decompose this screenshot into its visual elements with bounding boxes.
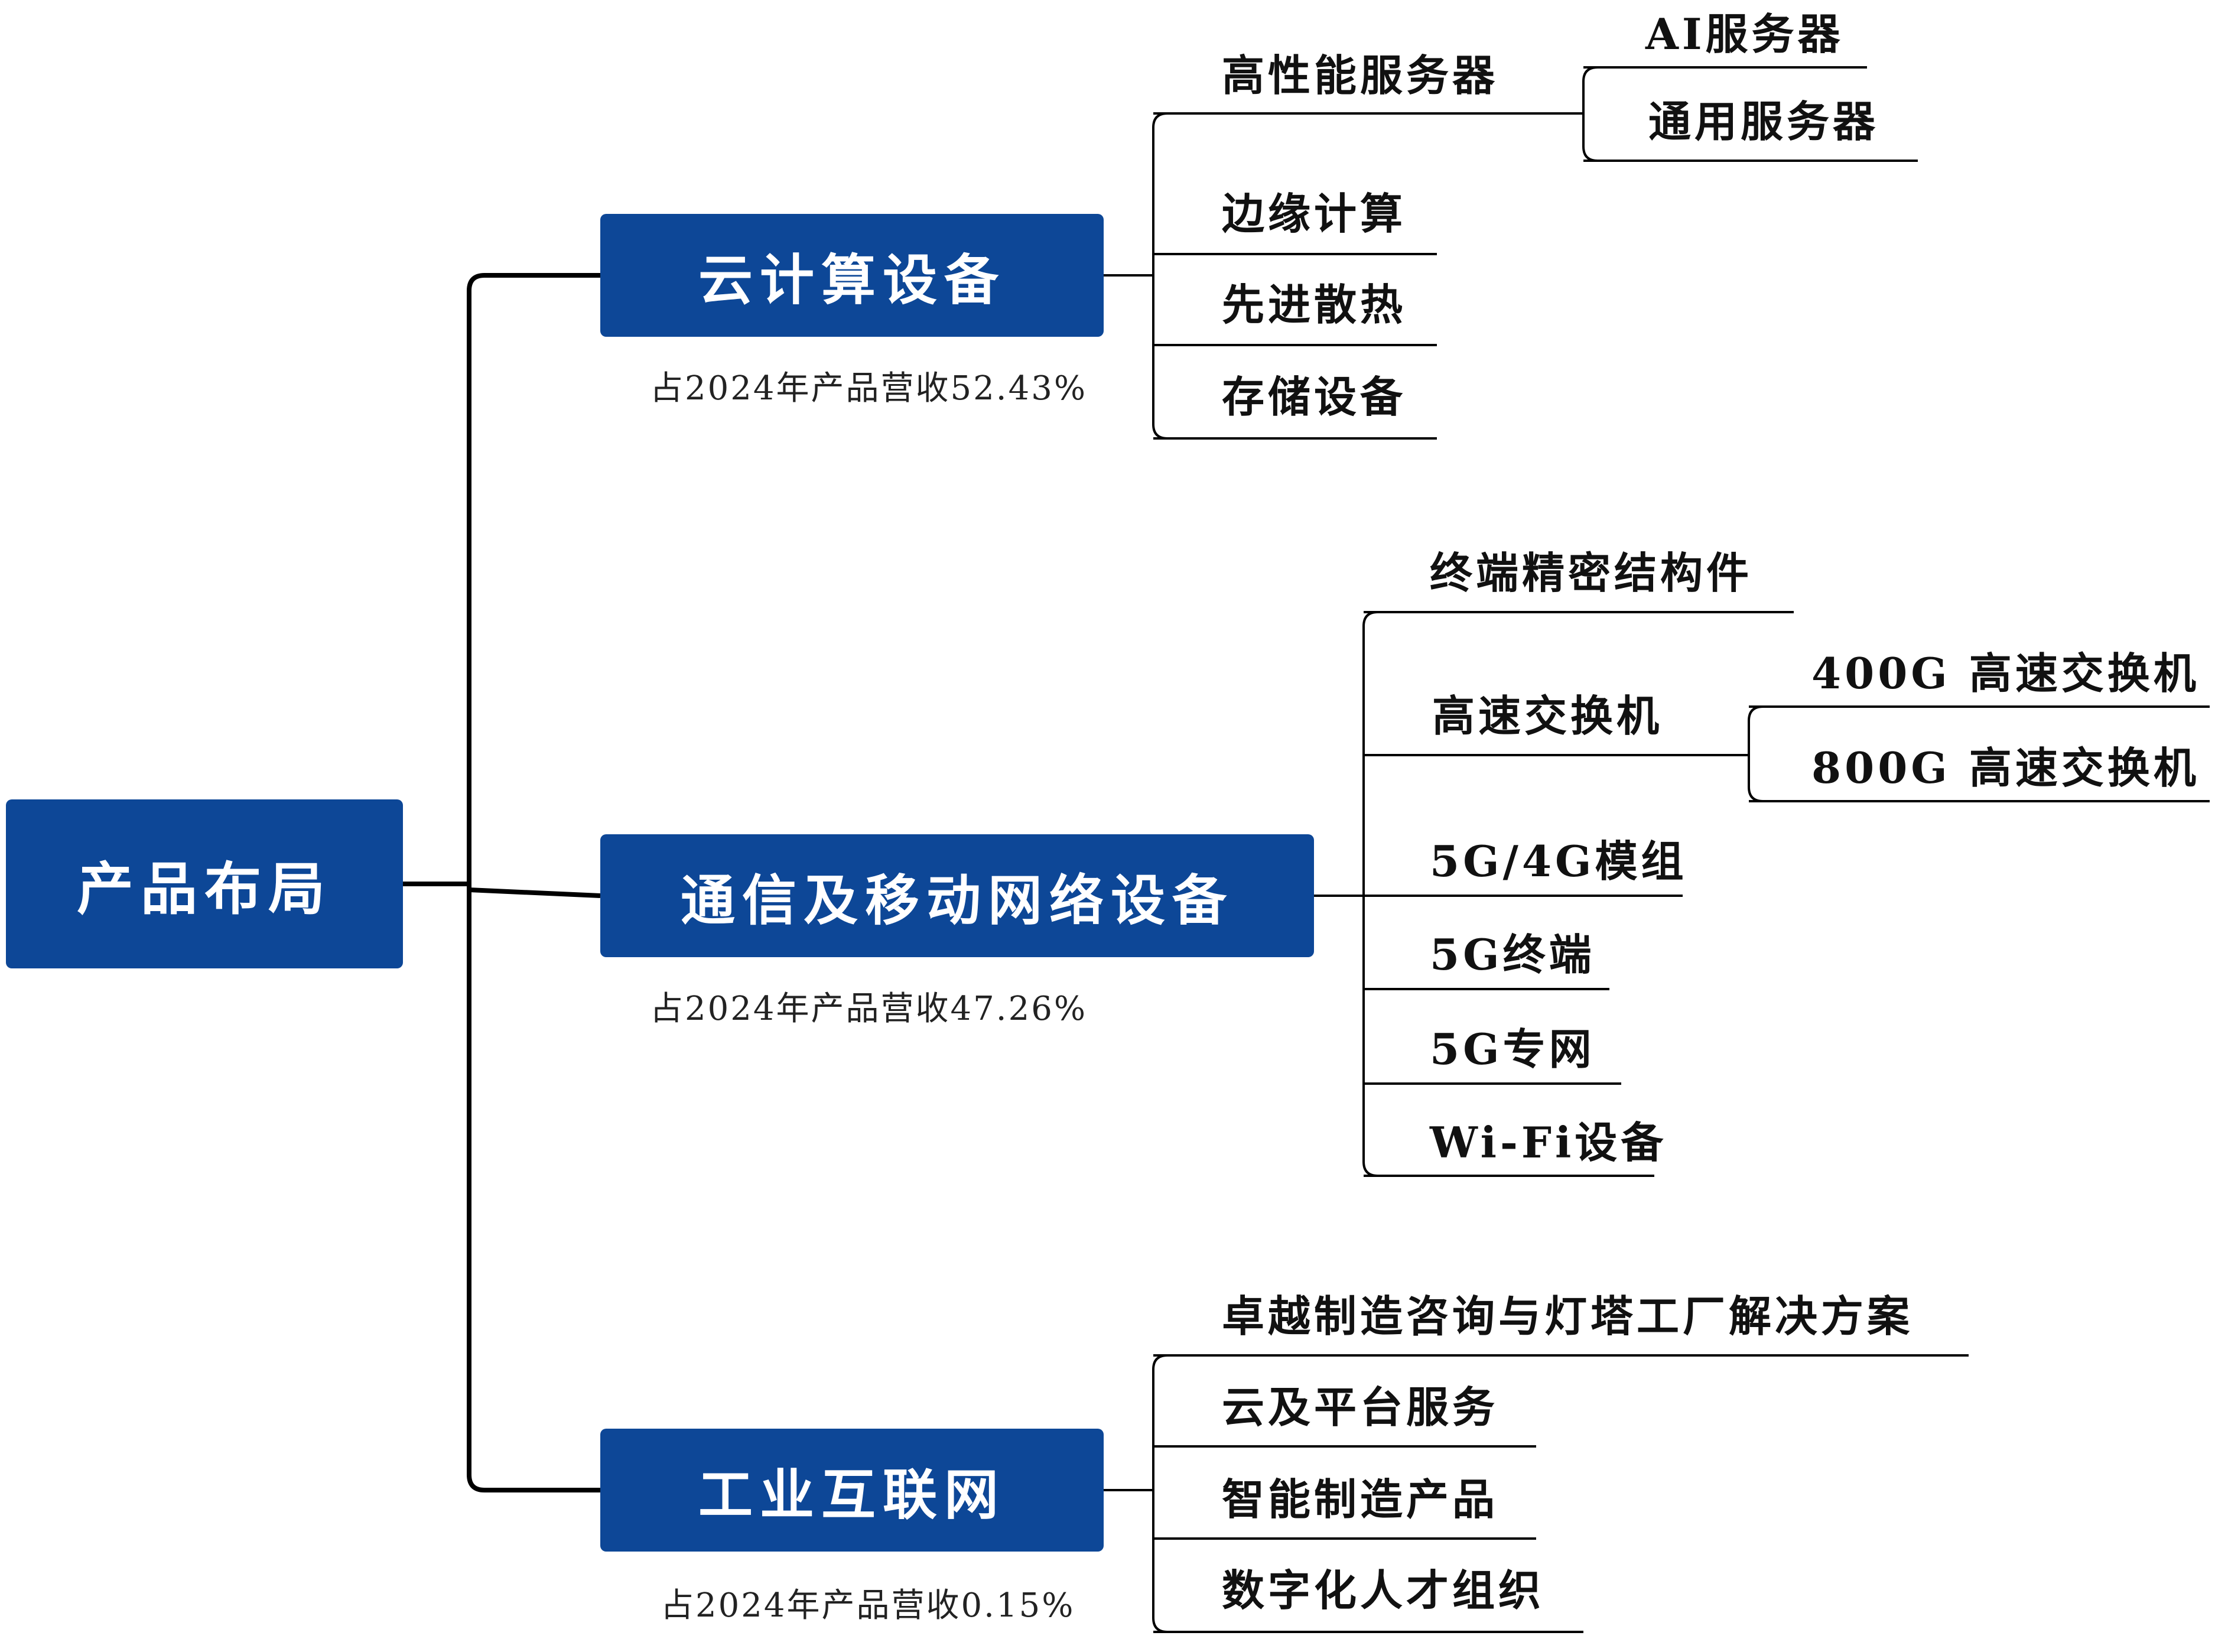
leaf-smart-manufacturing-products: 智能制造产品	[1222, 1474, 1499, 1524]
root-box: 产品布局	[6, 799, 403, 968]
category-box-telecom: 通信及移动网络设备	[600, 834, 1314, 957]
leaf-5g-private-network: 5G专网	[1430, 1024, 1595, 1074]
leaf-800g-switch: 800G 高速交换机	[1811, 743, 2200, 793]
leaf-digital-talent-org: 数字化人才组织	[1222, 1565, 1545, 1615]
category-label: 工业互联网	[698, 1462, 1006, 1527]
category-box-industrial-internet: 工业互联网	[600, 1429, 1104, 1552]
leaf-cloud-platform-service: 云及平台服务	[1222, 1382, 1499, 1432]
leaf-edge-computing: 边缘计算	[1222, 188, 1407, 239]
share-note-telecom: 占2024年产品营收47.26%	[650, 990, 1088, 1028]
industrial-bracket-spine	[1152, 1354, 1168, 1633]
leaf-general-server: 通用服务器	[1648, 96, 1879, 147]
leaf-ai-server: AI服务器	[1645, 9, 1844, 59]
leaf-terminal-precision-parts: 终端精密结构件	[1430, 548, 1753, 598]
trunk-vertical-connector	[467, 273, 600, 1492]
leaf-wifi-device: Wi-Fi设备	[1430, 1117, 1667, 1168]
telecom-bracket-spine	[1362, 611, 1378, 1177]
leaf-storage-device: 存储设备	[1222, 372, 1407, 422]
leaf-400g-switch: 400G 高速交换机	[1811, 648, 2200, 698]
category-box-cloud: 云计算设备	[600, 214, 1104, 337]
leaf-5g-4g-module: 5G/4G模组	[1430, 836, 1687, 886]
share-note-cloud: 占2024年产品营收52.43%	[650, 369, 1088, 408]
root-label: 产品布局	[77, 855, 332, 922]
share-note-industrial-internet: 占2024年产品营收0.15%	[661, 1586, 1075, 1625]
category-label: 云计算设备	[698, 248, 1006, 312]
switch-bracket-spine	[1748, 705, 1764, 802]
leaf-high-speed-switch: 高速交换机	[1432, 691, 1663, 741]
cloud-bracket-spine	[1152, 112, 1168, 440]
server-bracket-spine	[1582, 66, 1598, 162]
trunk-telecom-connector	[469, 887, 601, 898]
leaf-5g-terminal: 5G终端	[1430, 929, 1595, 980]
leaf-lighthouse-factory-solution: 卓越制造咨询与灯塔工厂解决方案	[1222, 1291, 1914, 1341]
category-label: 通信及移动网络设备	[680, 868, 1234, 932]
leaf-high-performance-server: 高性能服务器	[1222, 50, 1499, 100]
leaf-advanced-cooling: 先进散热	[1222, 279, 1407, 330]
